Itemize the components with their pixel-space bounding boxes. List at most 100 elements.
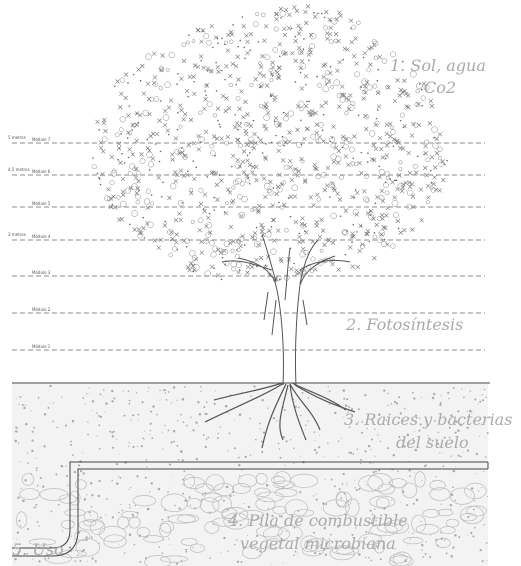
soil-grain (357, 448, 359, 450)
soil-grain (474, 398, 476, 400)
leaf-mark (92, 164, 96, 168)
soil-grain (313, 495, 314, 496)
leaf-mark (312, 203, 316, 207)
leaf-mark (119, 128, 123, 132)
soil-grain (485, 456, 487, 458)
leaf-mark (125, 188, 130, 193)
soil-grain (214, 403, 216, 405)
soil-grain (31, 410, 32, 411)
leaf-mark (292, 5, 296, 9)
leaf-mark (272, 239, 276, 243)
soil-grain (181, 560, 183, 562)
leaf-mark (367, 85, 372, 90)
leaf-mark (199, 202, 203, 206)
soil-grain (84, 498, 86, 500)
leaf-mark (397, 173, 401, 177)
soil-grain (128, 446, 129, 447)
leaf-mark (331, 262, 335, 266)
leaf-mark (226, 188, 230, 192)
soil-grain (268, 508, 269, 509)
leaf-mark (253, 231, 257, 235)
leaf-mark (224, 79, 226, 81)
soil-grain (120, 504, 121, 505)
soil-grain (238, 464, 240, 466)
soil-grain (166, 399, 168, 401)
leaf-mark (351, 265, 355, 269)
leaf-mark (322, 130, 324, 132)
soil-grain (483, 471, 484, 472)
leaf-mark (317, 13, 319, 15)
soil-grain (323, 456, 324, 457)
leaf-mark (203, 209, 207, 213)
soil-grain (139, 561, 141, 563)
leaf-mark (320, 249, 323, 252)
leaf-mark (241, 160, 245, 164)
soil-grain (220, 427, 221, 428)
leaf-mark (360, 244, 365, 249)
leaf-mark (417, 123, 421, 127)
leaf-mark (334, 146, 338, 150)
leaf-mark (128, 157, 130, 159)
leaf-mark (335, 69, 339, 73)
leaf-mark (416, 89, 420, 93)
leaf-mark (355, 213, 359, 217)
leaf-mark (217, 120, 219, 122)
leaf-mark (231, 249, 235, 253)
soil-grain (86, 494, 87, 495)
leaf-mark (203, 193, 207, 197)
leaf-mark (115, 133, 119, 137)
leaf-mark (191, 75, 195, 79)
soil-grain (380, 558, 382, 560)
leaf-mark (219, 248, 222, 251)
soil-grain (129, 507, 130, 508)
soil-grain (215, 391, 216, 392)
soil-grain (182, 484, 183, 485)
soil-grain (137, 495, 138, 496)
leaf-mark (329, 141, 331, 143)
leaf-mark (438, 147, 443, 152)
leaf-mark (210, 69, 214, 73)
soil-grain (414, 472, 415, 473)
leaf-mark (210, 151, 215, 156)
soil-grain (229, 414, 230, 415)
leaf-mark (377, 109, 379, 111)
leaf-mark (128, 147, 132, 151)
leaf-mark (264, 183, 270, 189)
leaf-mark (239, 40, 241, 42)
soil-grain (35, 504, 37, 506)
soil-grain (144, 431, 145, 432)
soil-grain (69, 546, 71, 548)
leaf-mark (235, 178, 241, 184)
soil-grain (450, 555, 453, 558)
soil-grain (100, 517, 102, 519)
leaf-mark (352, 54, 356, 58)
leaf-mark (309, 44, 314, 49)
soil-grain (73, 519, 74, 520)
leaf-mark (147, 139, 149, 141)
soil-grain (340, 497, 342, 499)
soil-grain (273, 417, 275, 419)
leaf-mark (145, 54, 151, 60)
leaf-mark (276, 185, 280, 189)
leaf-mark (319, 122, 324, 127)
soil-grain (371, 560, 373, 562)
leaf-mark (117, 146, 121, 150)
leaf-mark (345, 111, 349, 115)
soil-grain (186, 425, 188, 427)
leaf-mark (300, 59, 304, 63)
tree-canopy (92, 4, 448, 280)
soil-grain (387, 447, 389, 449)
leaf-mark (344, 209, 348, 213)
leaf-mark (279, 278, 281, 280)
leaf-mark (181, 147, 183, 149)
leaf-mark (221, 94, 225, 98)
soil-grain (48, 407, 50, 409)
soil-grain (104, 412, 105, 413)
leaf-mark (235, 84, 237, 86)
leaf-mark (253, 236, 257, 240)
soil-grain (298, 407, 299, 408)
soil-grain (38, 397, 40, 399)
leaf-mark (399, 231, 403, 235)
soil-grain (176, 563, 178, 565)
soil-grain (129, 400, 131, 402)
